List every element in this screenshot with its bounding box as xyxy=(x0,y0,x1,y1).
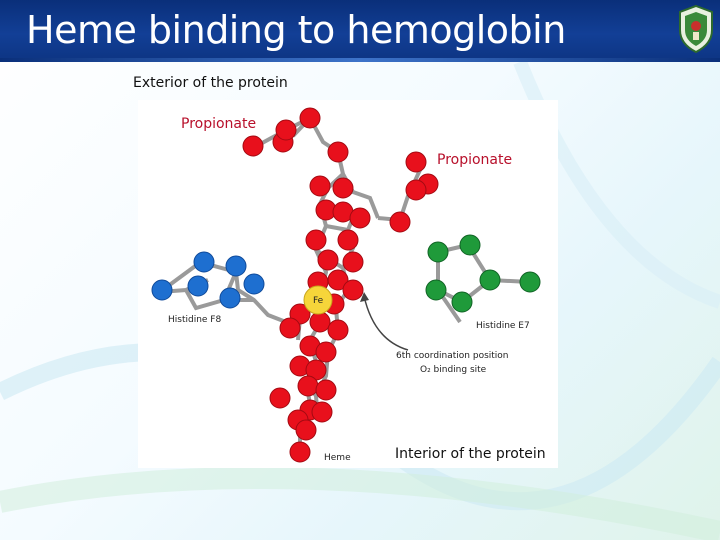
histidine-f8-atoms xyxy=(151,251,265,309)
histidine-f8-label: Histidine F8 xyxy=(168,315,221,325)
histidine-e7-atoms xyxy=(425,234,541,313)
iron-label: Fe xyxy=(313,296,324,306)
university-crest-icon xyxy=(679,4,713,54)
slide-title: Heme binding to hemoglobin xyxy=(26,8,566,52)
heme-atoms xyxy=(242,107,439,463)
propionate-right-label: Propionate xyxy=(437,152,513,168)
coordination-line1: 6th coordination position xyxy=(396,351,509,361)
heme-label: Heme xyxy=(324,453,351,463)
histidine-e7-label: Histidine E7 xyxy=(476,321,530,331)
title-bar: Heme binding to hemoglobin xyxy=(0,0,720,62)
interior-label: Interior of the protein xyxy=(395,446,546,462)
coordination-arrow xyxy=(363,295,409,351)
coordination-line2: O₂ binding site xyxy=(420,365,487,375)
iron-atom: Fe xyxy=(303,285,333,315)
coordination-arrowhead xyxy=(360,292,369,302)
heme-molecule-svg: Fe Histidine F8 Histidine E7 6th coordin… xyxy=(151,107,541,463)
heme-diagram: Fe Histidine F8 Histidine E7 6th coordin… xyxy=(138,100,558,468)
propionate-left-label: Propionate xyxy=(181,116,257,132)
exterior-label: Exterior of the protein xyxy=(133,75,288,91)
